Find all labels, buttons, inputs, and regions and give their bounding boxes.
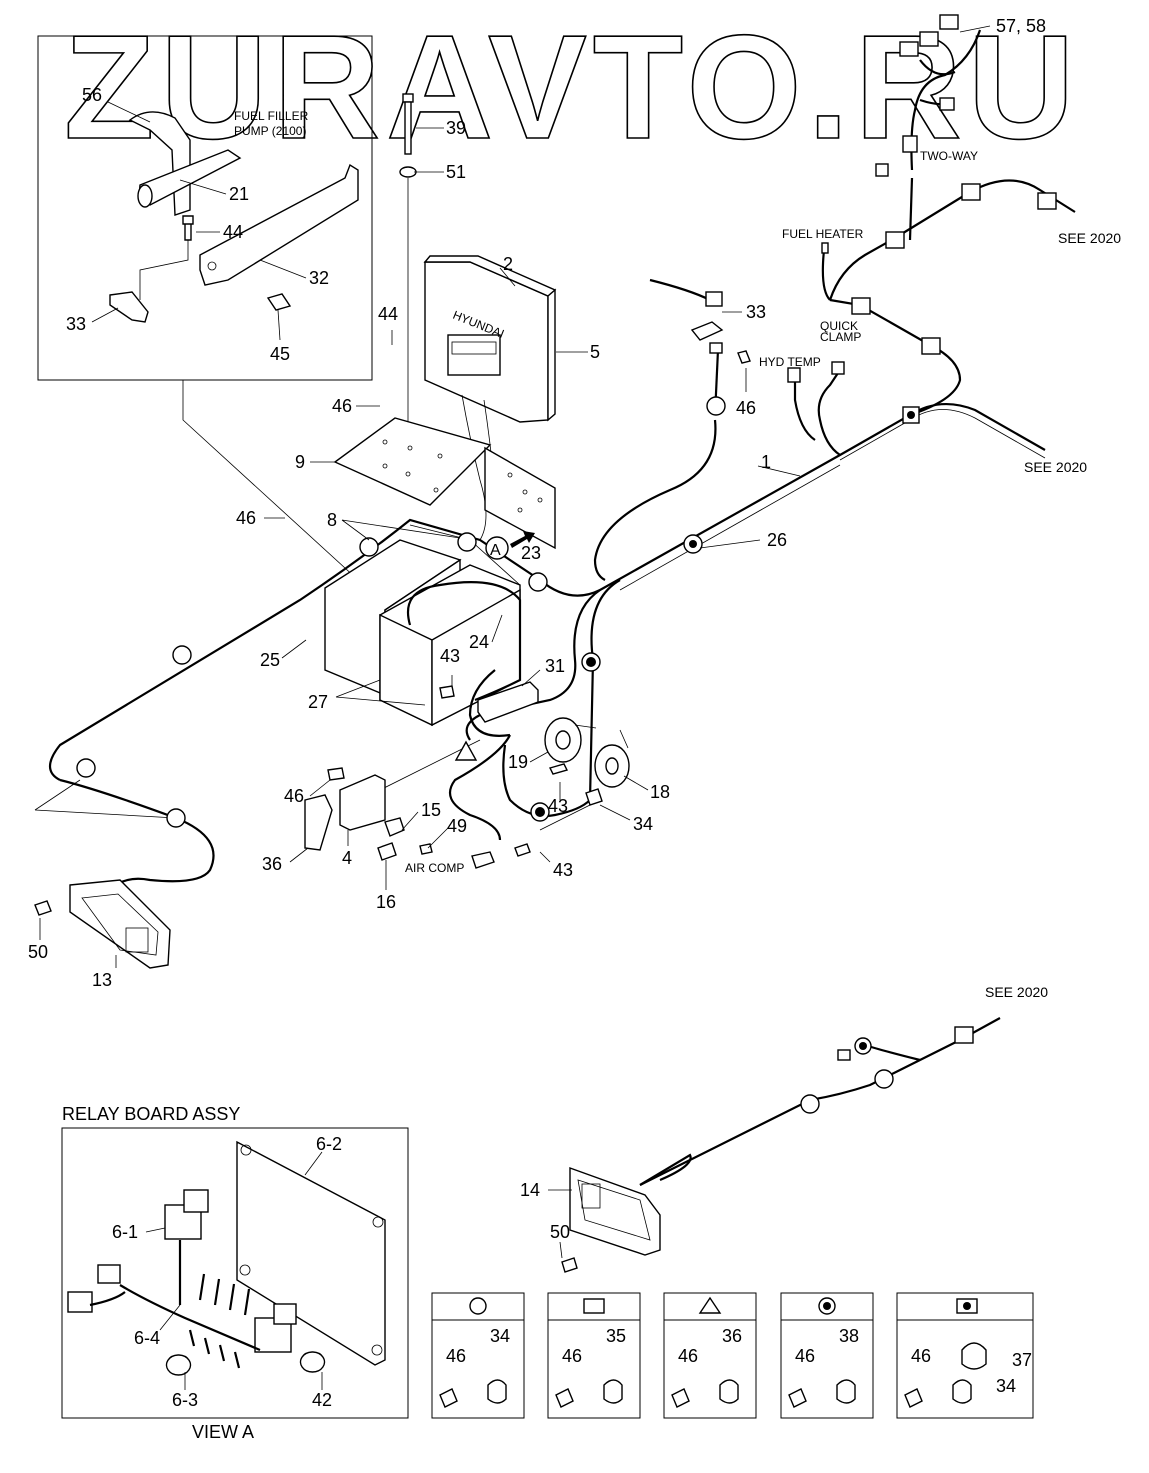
fuel-filler-inset <box>37 35 381 601</box>
callout-15: 15 <box>421 800 441 820</box>
callout-18: 18 <box>650 782 670 802</box>
callout-2: 2 <box>503 254 513 274</box>
sensor-connectors <box>690 242 845 383</box>
watermark-text: ZURAVTO.RU <box>64 5 1081 170</box>
callout-8: 8 <box>327 510 337 530</box>
callout-51: 51 <box>446 162 466 182</box>
callout-9: 9 <box>295 452 305 472</box>
callout-13: 13 <box>92 970 112 990</box>
legend-4-bolt: 46 <box>795 1346 815 1366</box>
legend-2-clip: 35 <box>606 1326 626 1346</box>
bracket-and-switches <box>304 685 531 869</box>
callout-39: 39 <box>446 118 466 138</box>
legend-3-bolt: 46 <box>678 1346 698 1366</box>
callout-6-3: 6-3 <box>172 1390 198 1410</box>
mounting-plate <box>333 417 556 550</box>
callout-45: 45 <box>270 344 290 364</box>
legend-5-clip2: 34 <box>996 1376 1016 1396</box>
label-fuel-filler-pump: PUMP (2100) <box>234 124 306 138</box>
rear-harness <box>639 1017 1001 1186</box>
batteries <box>324 524 522 737</box>
label-see-2020-a: SEE 2020 <box>1058 230 1121 246</box>
callout-36: 36 <box>262 854 282 874</box>
label-view-a: VIEW A <box>192 1422 254 1442</box>
label-clamp: CLAMP <box>820 330 861 344</box>
label-fuel-filler: FUEL FILLER <box>234 109 309 123</box>
work-lamp-13 <box>34 879 171 969</box>
callout-46: 46 <box>332 396 352 416</box>
callout-24: 24 <box>469 632 489 652</box>
view-a-marker: A <box>485 531 535 560</box>
callout-57-58: 57, 58 <box>996 16 1046 36</box>
callout-34: 34 <box>633 814 653 834</box>
connectors-57-58 <box>875 14 959 177</box>
callout-44b: 44 <box>378 304 398 324</box>
callout-6-4: 6-4 <box>134 1328 160 1348</box>
label-two-way: TWO-WAY <box>920 149 978 163</box>
legend-4-clip: 38 <box>839 1326 859 1346</box>
callout-21: 21 <box>229 184 249 204</box>
label-see-2020-b: SEE 2020 <box>1024 459 1087 475</box>
callout-14: 14 <box>520 1180 540 1200</box>
label-relay-board-assy: RELAY BOARD ASSY <box>62 1104 240 1124</box>
callout-46c: 46 <box>736 398 756 418</box>
callout-43: 43 <box>440 646 460 666</box>
callout-numbers: 56 39 51 21 44 32 33 45 2 5 44 46 9 46 8… <box>28 16 1046 1410</box>
label-hyd-temp: HYD TEMP <box>759 355 821 369</box>
callout-50b: 50 <box>550 1222 570 1242</box>
callout-16: 16 <box>376 892 396 912</box>
callout-56: 56 <box>82 85 102 105</box>
label-air-comp: AIR COMP <box>405 861 464 875</box>
relay-board-inset <box>61 1127 409 1419</box>
horns-and-relay <box>477 681 630 806</box>
legend-labels: 46 34 46 35 46 36 46 38 46 37 34 <box>446 1326 1032 1396</box>
legend-5-bolt: 46 <box>911 1346 931 1366</box>
callout-4: 4 <box>342 848 352 868</box>
callout-46b: 46 <box>236 508 256 528</box>
callout-26: 26 <box>767 530 787 550</box>
fastener-legend <box>431 1292 1034 1419</box>
callout-49: 49 <box>447 816 467 836</box>
callout-42: 42 <box>312 1390 332 1410</box>
callout-43b: 43 <box>548 796 568 816</box>
legend-1-bolt: 46 <box>446 1346 466 1366</box>
callout-27: 27 <box>308 692 328 712</box>
legend-1-clip: 34 <box>490 1326 510 1346</box>
label-quick: QUICK <box>820 319 858 333</box>
callout-5: 5 <box>590 342 600 362</box>
callout-19: 19 <box>508 752 528 772</box>
callout-33: 33 <box>66 314 86 334</box>
callout-31: 31 <box>545 656 565 676</box>
callout-50: 50 <box>28 942 48 962</box>
callout-43c: 43 <box>553 860 573 880</box>
label-see-2020-c: SEE 2020 <box>985 984 1048 1000</box>
view-a-letter: A <box>490 542 501 559</box>
clamp-markers <box>76 183 1057 828</box>
callout-25: 25 <box>260 650 280 670</box>
ecu-controller: HYUNDAI <box>423 255 557 541</box>
legend-3-clip: 36 <box>722 1326 742 1346</box>
callout-6-2: 6-2 <box>316 1134 342 1154</box>
callout-23: 23 <box>521 543 541 563</box>
callout-33b: 33 <box>746 302 766 322</box>
callout-6-1: 6-1 <box>112 1222 138 1242</box>
callout-44: 44 <box>223 222 243 242</box>
legend-5-clip: 37 <box>1012 1350 1032 1370</box>
leader-lines <box>39 25 991 1390</box>
callout-32: 32 <box>309 268 329 288</box>
callout-46d: 46 <box>284 786 304 806</box>
callout-1: 1 <box>761 452 771 472</box>
legend-2-bolt: 46 <box>562 1346 582 1366</box>
label-fuel-heater: FUEL HEATER <box>782 227 864 241</box>
work-lamp-14 <box>561 1167 661 1273</box>
